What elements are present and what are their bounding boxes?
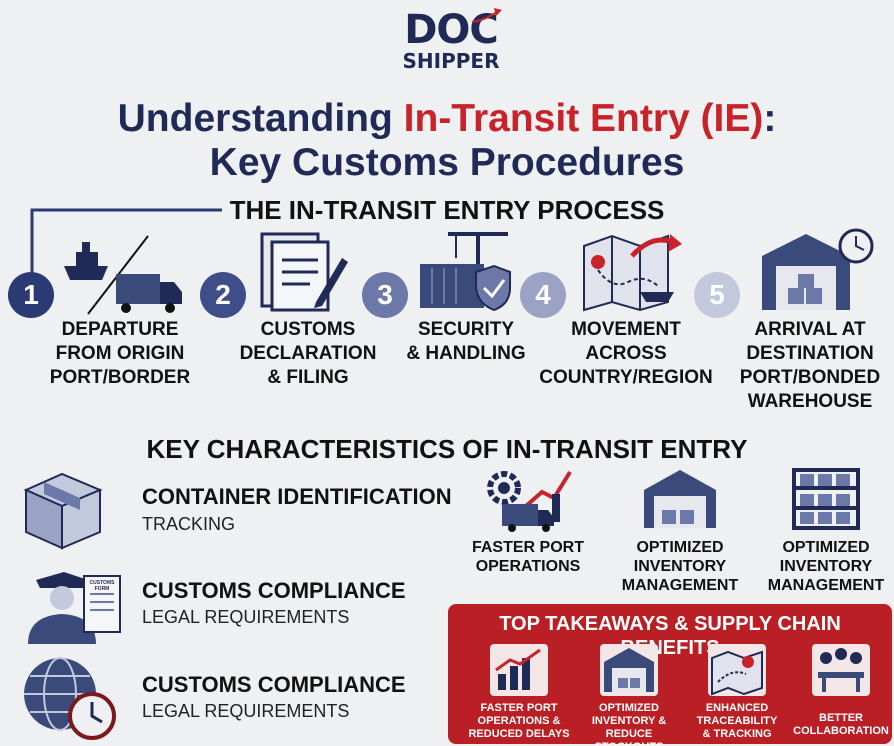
char-1-subtitle: TRACKING (142, 514, 236, 534)
logo-sub-text: SHIPPER (402, 49, 500, 73)
truck-gear-icon (487, 470, 572, 532)
shelving-icon (792, 468, 860, 530)
globe-clock-icon (24, 657, 116, 740)
process-heading: THE IN-TRANSIT ENTRY PROCESS (229, 195, 665, 225)
customs-form-label-1: CUSTOMS (90, 580, 116, 586)
ship-truck-icon (64, 235, 182, 315)
page-title-line1: Understanding In-Transit Entry (IE): (0, 96, 894, 142)
doc-shipper-logo: DOC SHIPPER (396, 8, 506, 72)
customs-form-label-2: FORM (95, 586, 110, 592)
char-1-title: CONTAINER IDENTIFICATION (142, 484, 452, 509)
char-3-title: CUSTOMS COMPLIANCE (142, 672, 406, 697)
title-highlight: In-Transit Entry (IE) (403, 97, 764, 140)
airplane-icon (471, 8, 502, 23)
char-3-subtitle: LEGAL REQUIREMENTS (142, 701, 350, 721)
growth-chart-icon (490, 644, 548, 696)
char-2-title: CUSTOMS COMPLIANCE (142, 578, 406, 603)
document-pen-icon (260, 232, 348, 312)
map-pin-icon (708, 644, 766, 696)
map-route-icon (583, 234, 682, 312)
step-3-number: 3 (362, 272, 408, 318)
warehouse-icon (600, 644, 658, 696)
step-3-label: SECURITY& HANDLING (406, 319, 526, 364)
team-meeting-icon (812, 644, 870, 696)
warehouse-clock-icon (762, 228, 874, 310)
char-2-subtitle: LEGAL REQUIREMENTS (142, 607, 350, 627)
title-prefix: Understanding (117, 97, 404, 140)
step-2-number: 2 (200, 272, 246, 318)
warehouse-icon (644, 470, 716, 528)
page-title-line2: Key Customs Procedures (209, 141, 685, 184)
title-suffix: : (763, 97, 777, 140)
step-1-number: 1 (8, 272, 54, 318)
logo-main-text: DOC (404, 7, 499, 53)
characteristics-heading: KEY CHARACTERISTICS OF IN-TRANSIT ENTRY (146, 434, 748, 464)
box-icon (23, 472, 103, 550)
customs-officer-icon: CUSTOMS FORM (28, 572, 121, 644)
step-4-number: 4 (520, 272, 566, 318)
container-shield-icon (420, 232, 511, 312)
step-5-number: 5 (694, 272, 740, 318)
process-bracket-line (30, 208, 222, 276)
